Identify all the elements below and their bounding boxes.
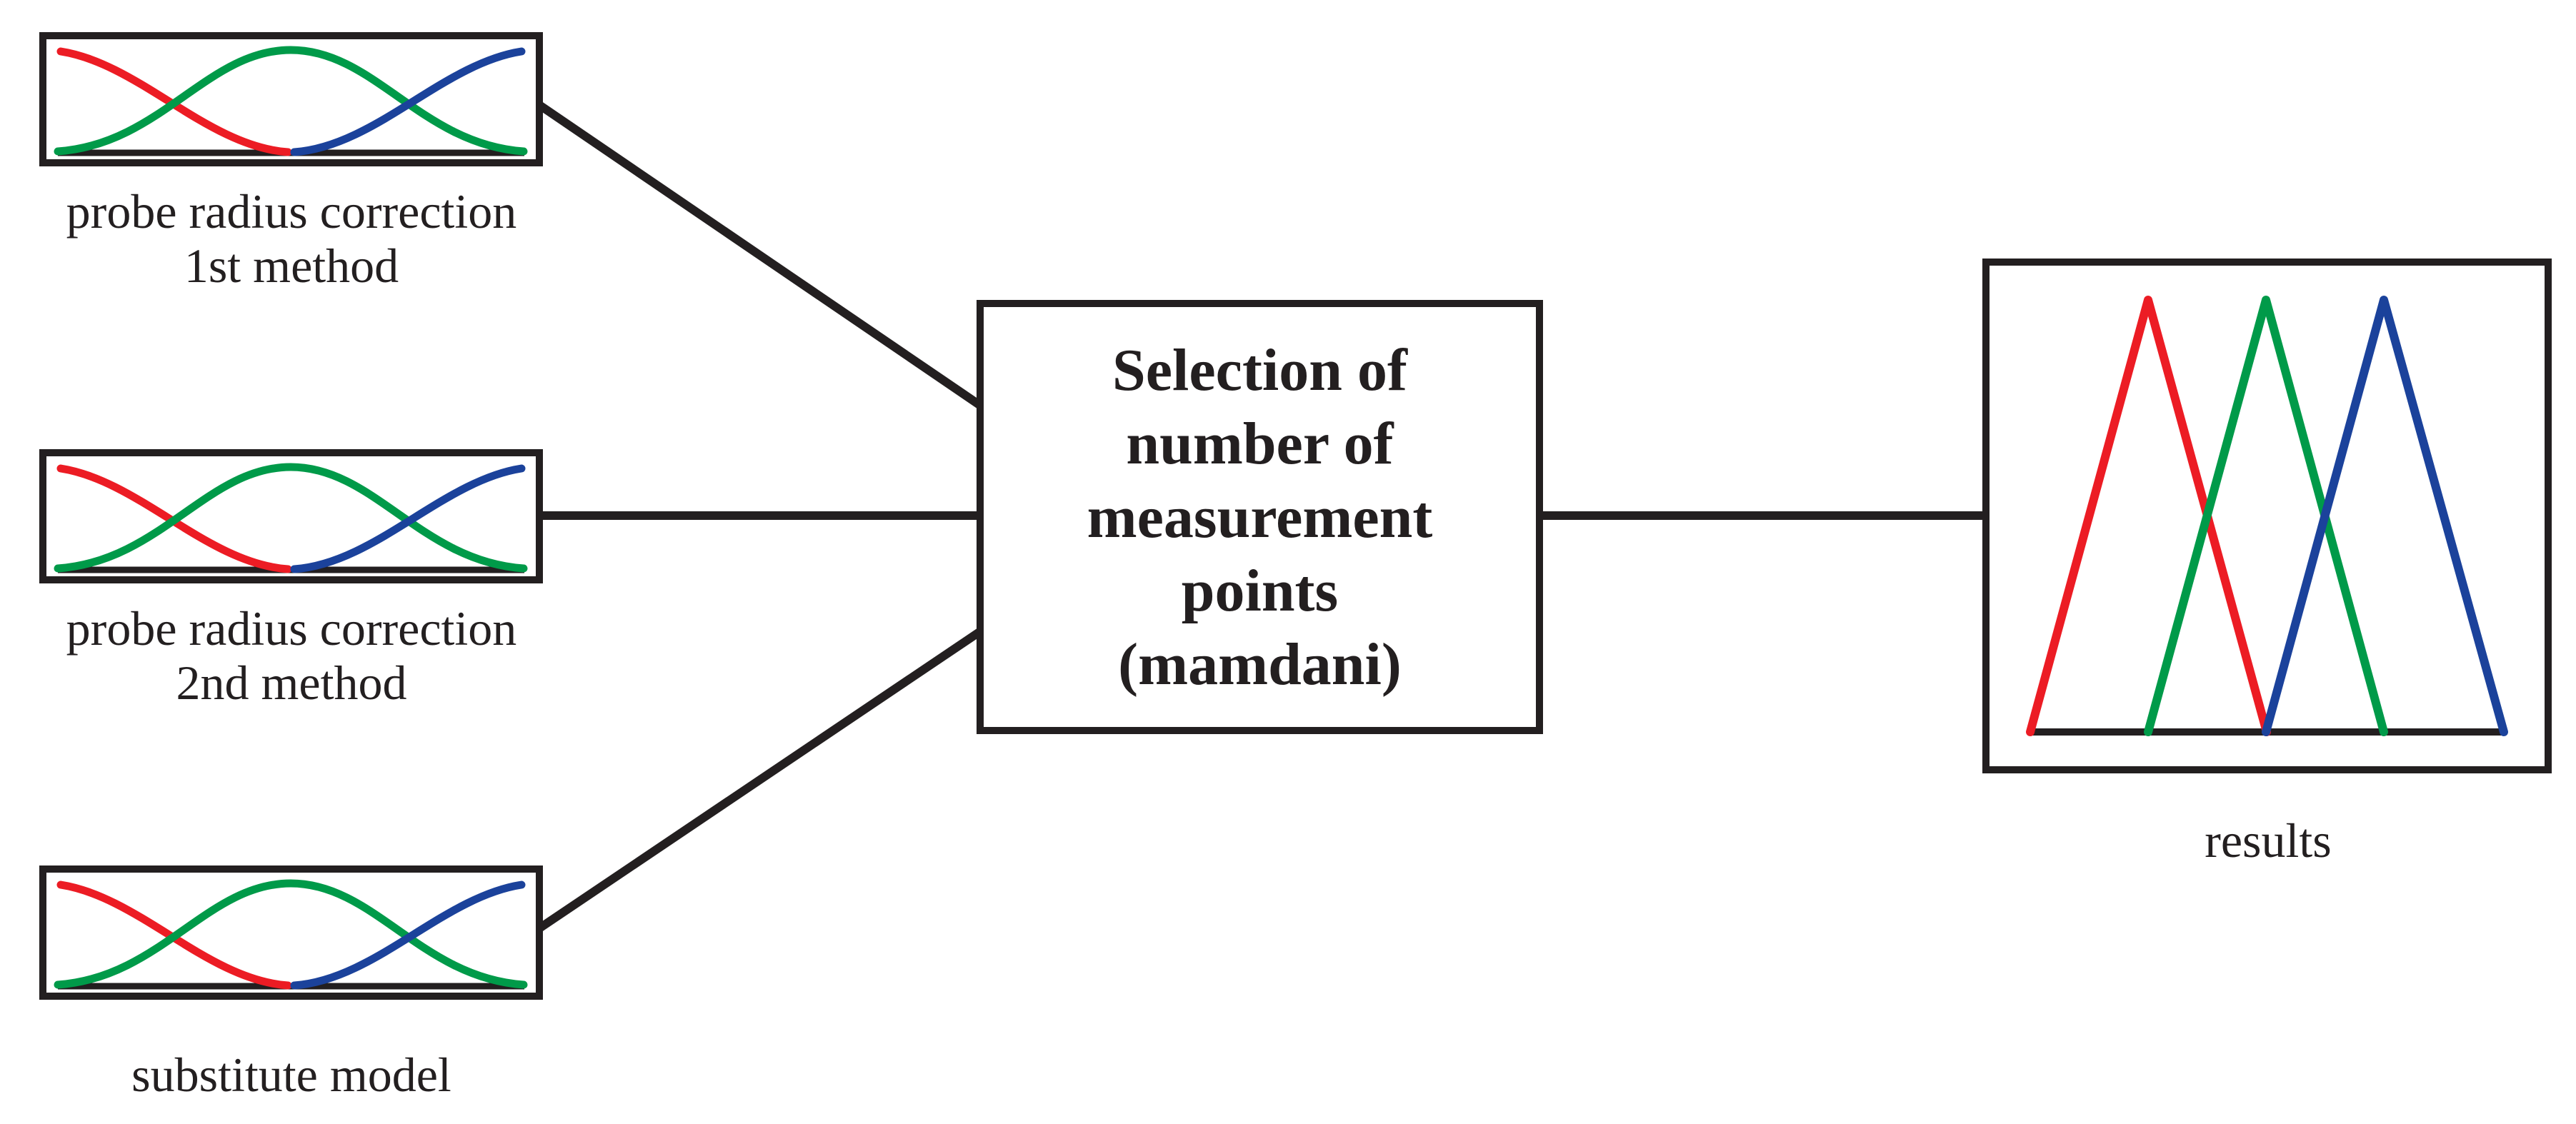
connector-input3-process (536, 627, 984, 932)
green-membership-curve (54, 46, 528, 156)
process-box-text-line-5: (mamdani) (1118, 631, 1402, 698)
output-label: results (1982, 813, 2554, 868)
input-box-1 (39, 32, 543, 166)
membership-plot-input-3 (54, 879, 528, 990)
input-label-1: probe radius correction 1st method (0, 184, 583, 293)
input-box-3 (39, 865, 543, 1000)
process-box-text-line-4: points (1181, 557, 1339, 624)
output-box (1982, 259, 2552, 773)
process-box-text-line-1: Selection of (1112, 336, 1407, 403)
process-box-text-line-2: number of (1126, 410, 1394, 477)
blue-membership-curve (290, 464, 526, 573)
connector-input1-process (536, 101, 984, 410)
input-label-3: substitute model (0, 1048, 583, 1102)
input-label-3-line-1: substitute model (131, 1048, 451, 1102)
output-label-text: results (2205, 813, 2332, 868)
process-box: Selection of number of measurement point… (977, 300, 1543, 734)
blue-membership-curve (290, 880, 526, 990)
input-label-1-line-1: probe radius correction (66, 184, 517, 239)
green-membership-curve (54, 463, 528, 573)
membership-plot-input-2 (54, 463, 528, 573)
blue-membership-curve (290, 47, 526, 156)
blue-triangle-membership (2262, 296, 2508, 736)
input-label-2: probe radius correction 2nd method (0, 601, 583, 710)
process-box-text-line-3: measurement (1087, 483, 1433, 551)
green-triangle-membership (2144, 296, 2388, 736)
membership-plot-input-1 (54, 46, 528, 156)
membership-plot-output (2026, 296, 2508, 736)
red-triangle-membership (2026, 296, 2271, 736)
input-label-2-line-1: probe radius correction (66, 601, 517, 656)
input-box-2 (39, 449, 543, 583)
input-label-2-line-2: 2nd method (176, 656, 407, 710)
green-membership-curve (54, 879, 528, 989)
input-label-1-line-2: 1st method (184, 239, 399, 293)
